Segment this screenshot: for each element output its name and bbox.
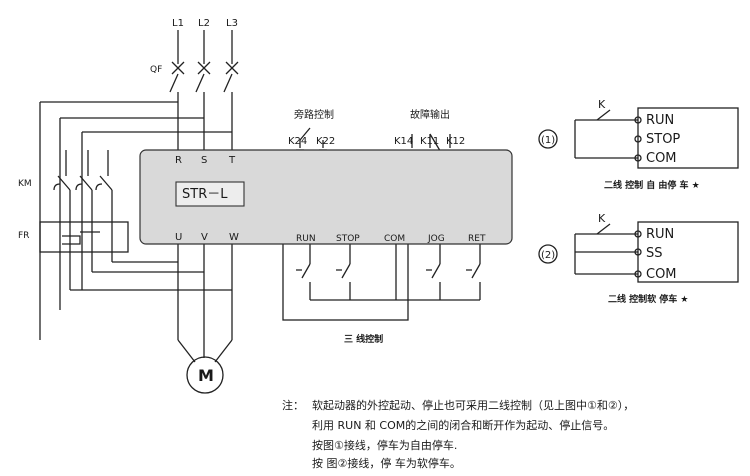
diagram-2-index: (2) [541,250,555,261]
l3-label: L3 [226,18,238,29]
output-v: V [201,232,208,243]
diagram-2-run: RUN [646,227,674,242]
diagram-1-com: COM [646,151,677,166]
note-line-2: 利用 RUN 和 COM的之间的闭合和断开作为起动、停止信号。 [312,419,615,432]
input-r: R [175,155,182,166]
input-s: S [201,155,207,166]
diagram-1-run: RUN [646,113,674,128]
fault-title: 故障输出 [410,108,450,121]
diagram-2-caption: 二线 控制软 停车 ★ [608,293,688,305]
output-u: U [175,232,182,243]
note-line-3: 按图①接线，停车为自由停车. [312,439,458,452]
motor-label: M [198,366,214,385]
term-com: COM [384,234,405,244]
diagram-2-switch: K [598,212,606,225]
fault-k11: K11 [420,136,439,147]
diagram-1-switch: K [598,98,606,111]
bypass-k22: K22 [316,136,335,147]
km-label: KM [18,179,32,189]
output-w: W [229,232,239,243]
diagram-1-caption: 二线 控制 自 由停 车 ★ [604,179,700,191]
diagram-2-ss: SS [646,246,663,261]
term-ret: RET [468,234,486,244]
bypass-title: 旁路控制 [294,108,334,121]
l2-label: L2 [198,18,210,29]
term-jog: JOG [427,234,445,244]
term-stop: STOP [336,234,360,244]
diagram-1-stop: STOP [646,132,680,147]
l1-label: L1 [172,18,184,29]
note-line-1: 软起动器的外控起动、停止也可采用二线控制（见上图中①和②）， [312,399,635,412]
fr-label: FR [18,231,29,241]
fault-k14: K14 [394,136,413,147]
model-label: STR－L [182,187,228,202]
fault-k12: K12 [446,136,465,147]
note-line-4: 按 图②接线，停 车为软停车。 [312,457,461,470]
three-wire-caption: 三 线控制 [344,333,383,345]
bypass-k24: K24 [288,136,307,147]
input-t: T [228,155,236,166]
diagram-2-com: COM [646,267,677,282]
breaker-label: QF [150,65,162,75]
model-box [175,181,245,207]
term-run: RUN [296,234,316,244]
diagram-1-index: (1) [541,135,555,146]
starter-body [139,149,513,245]
note-marker: 注： [282,399,304,412]
